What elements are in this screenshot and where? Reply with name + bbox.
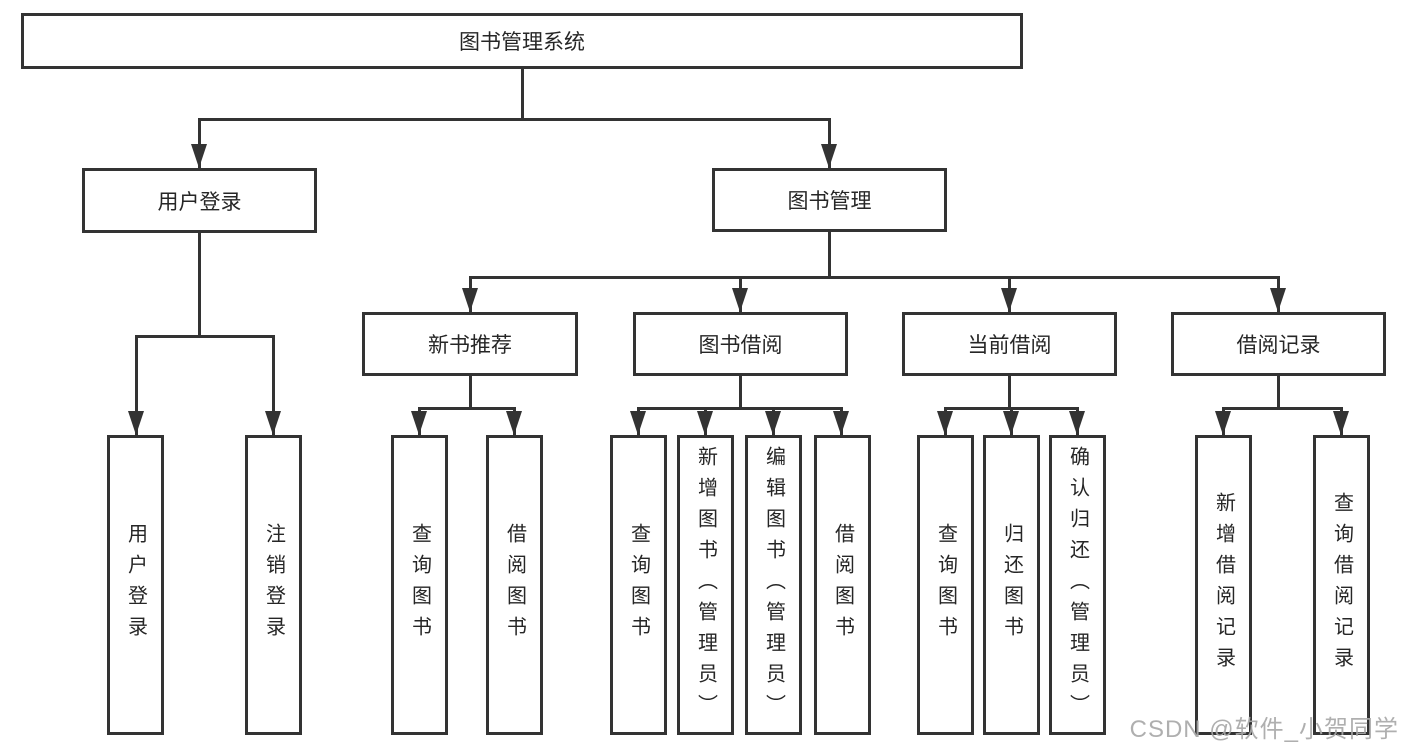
leaf-cb-return-books-label: 归还图书 [1000, 523, 1023, 647]
arrow-down-icon [1003, 411, 1019, 435]
leaf-bb-borrow-books: 借阅图书 [814, 435, 871, 735]
leaf-rec-borrow-books: 借阅图书 [486, 435, 543, 735]
connector-line [135, 335, 275, 338]
arrow-down-icon [411, 411, 427, 435]
connector-line [828, 232, 831, 276]
leaf-bb-borrow-books-label: 借阅图书 [831, 523, 854, 647]
leaf-bb-edit-book-admin-label: 编辑图书（管理员） [762, 445, 785, 725]
arrow-down-icon [1333, 411, 1349, 435]
connector-line [272, 335, 275, 435]
arrow-down-icon [821, 144, 837, 168]
leaf-cb-confirm-return-admin: 确认归还（管理员） [1049, 435, 1106, 735]
leaf-rec-query-books-label: 查询图书 [408, 523, 431, 647]
connector-line [135, 335, 138, 435]
connector-line [469, 276, 1279, 279]
csdn-watermark: CSDN @软件_小贺同学 [1129, 716, 1399, 743]
leaf-logout-login: 注销登录 [245, 435, 302, 735]
leaf-bb-query-books-label: 查询图书 [627, 523, 650, 647]
leaf-bb-edit-book-admin: 编辑图书（管理员） [745, 435, 802, 735]
arrow-down-icon [697, 411, 713, 435]
arrow-down-icon [630, 411, 646, 435]
leaf-cb-query-books: 查询图书 [917, 435, 974, 735]
arrow-down-icon [1215, 411, 1231, 435]
node-book-management-module: 图书管理 [712, 168, 947, 232]
arrow-down-icon [1270, 288, 1286, 312]
connector-line [198, 118, 831, 121]
arrow-down-icon [1001, 288, 1017, 312]
connector-line [1277, 376, 1280, 407]
connector-line [739, 376, 742, 407]
arrow-down-icon [191, 144, 207, 168]
connector-line [637, 407, 842, 410]
leaf-bb-add-book-admin: 新增图书（管理员） [677, 435, 734, 735]
arrow-down-icon [462, 288, 478, 312]
node-book-borrow: 图书借阅 [633, 312, 848, 376]
leaf-rec-query-books: 查询图书 [391, 435, 448, 735]
connector-line [1222, 407, 1342, 410]
leaf-bb-add-book-admin-label: 新增图书（管理员） [694, 445, 717, 725]
connector-line [198, 118, 201, 168]
arrow-down-icon [506, 411, 522, 435]
node-new-book-recommend: 新书推荐 [362, 312, 578, 376]
leaf-br-query-record: 查询借阅记录 [1313, 435, 1370, 735]
leaf-cb-query-books-label: 查询图书 [934, 523, 957, 647]
node-current-borrow: 当前借阅 [902, 312, 1117, 376]
node-user-login-module: 用户登录 [82, 168, 317, 233]
connector-line [418, 407, 516, 410]
leaf-cb-confirm-return-admin-label: 确认归还（管理员） [1066, 445, 1089, 725]
arrow-down-icon [128, 411, 144, 435]
arrow-down-icon [1069, 411, 1085, 435]
leaf-br-add-record-label: 新增借阅记录 [1212, 492, 1235, 678]
arrow-down-icon [833, 411, 849, 435]
connector-line [198, 233, 201, 335]
node-book-borrow-label: 图书借阅 [698, 334, 783, 357]
node-library-system: 图书管理系统 [21, 13, 1023, 69]
node-user-login-label: 用户登录 [157, 190, 242, 214]
leaf-br-add-record: 新增借阅记录 [1195, 435, 1252, 735]
connector-line [828, 118, 831, 168]
leaf-cb-return-books: 归还图书 [983, 435, 1040, 735]
node-new-book-recommend-label: 新书推荐 [428, 334, 512, 357]
node-borrow-records-label: 借阅记录 [1236, 334, 1321, 357]
node-library-system-label: 图书管理系统 [459, 31, 585, 54]
leaf-user-login-label: 用户登录 [124, 523, 147, 647]
leaf-logout-login-label: 注销登录 [262, 523, 285, 647]
leaf-br-query-record-label: 查询借阅记录 [1330, 492, 1353, 678]
connector-line [469, 376, 472, 407]
leaf-user-login: 用户登录 [107, 435, 164, 735]
arrow-down-icon [732, 288, 748, 312]
arrow-down-icon [265, 411, 281, 435]
leaf-bb-query-books: 查询图书 [610, 435, 667, 735]
arrow-down-icon [937, 411, 953, 435]
node-borrow-records: 借阅记录 [1171, 312, 1386, 376]
arrow-down-icon [765, 411, 781, 435]
connector-line [521, 69, 524, 118]
leaf-rec-borrow-books-label: 借阅图书 [503, 523, 526, 647]
connector-line [1008, 376, 1011, 407]
node-book-management-label: 图书管理 [787, 190, 872, 213]
node-current-borrow-label: 当前借阅 [967, 334, 1052, 357]
